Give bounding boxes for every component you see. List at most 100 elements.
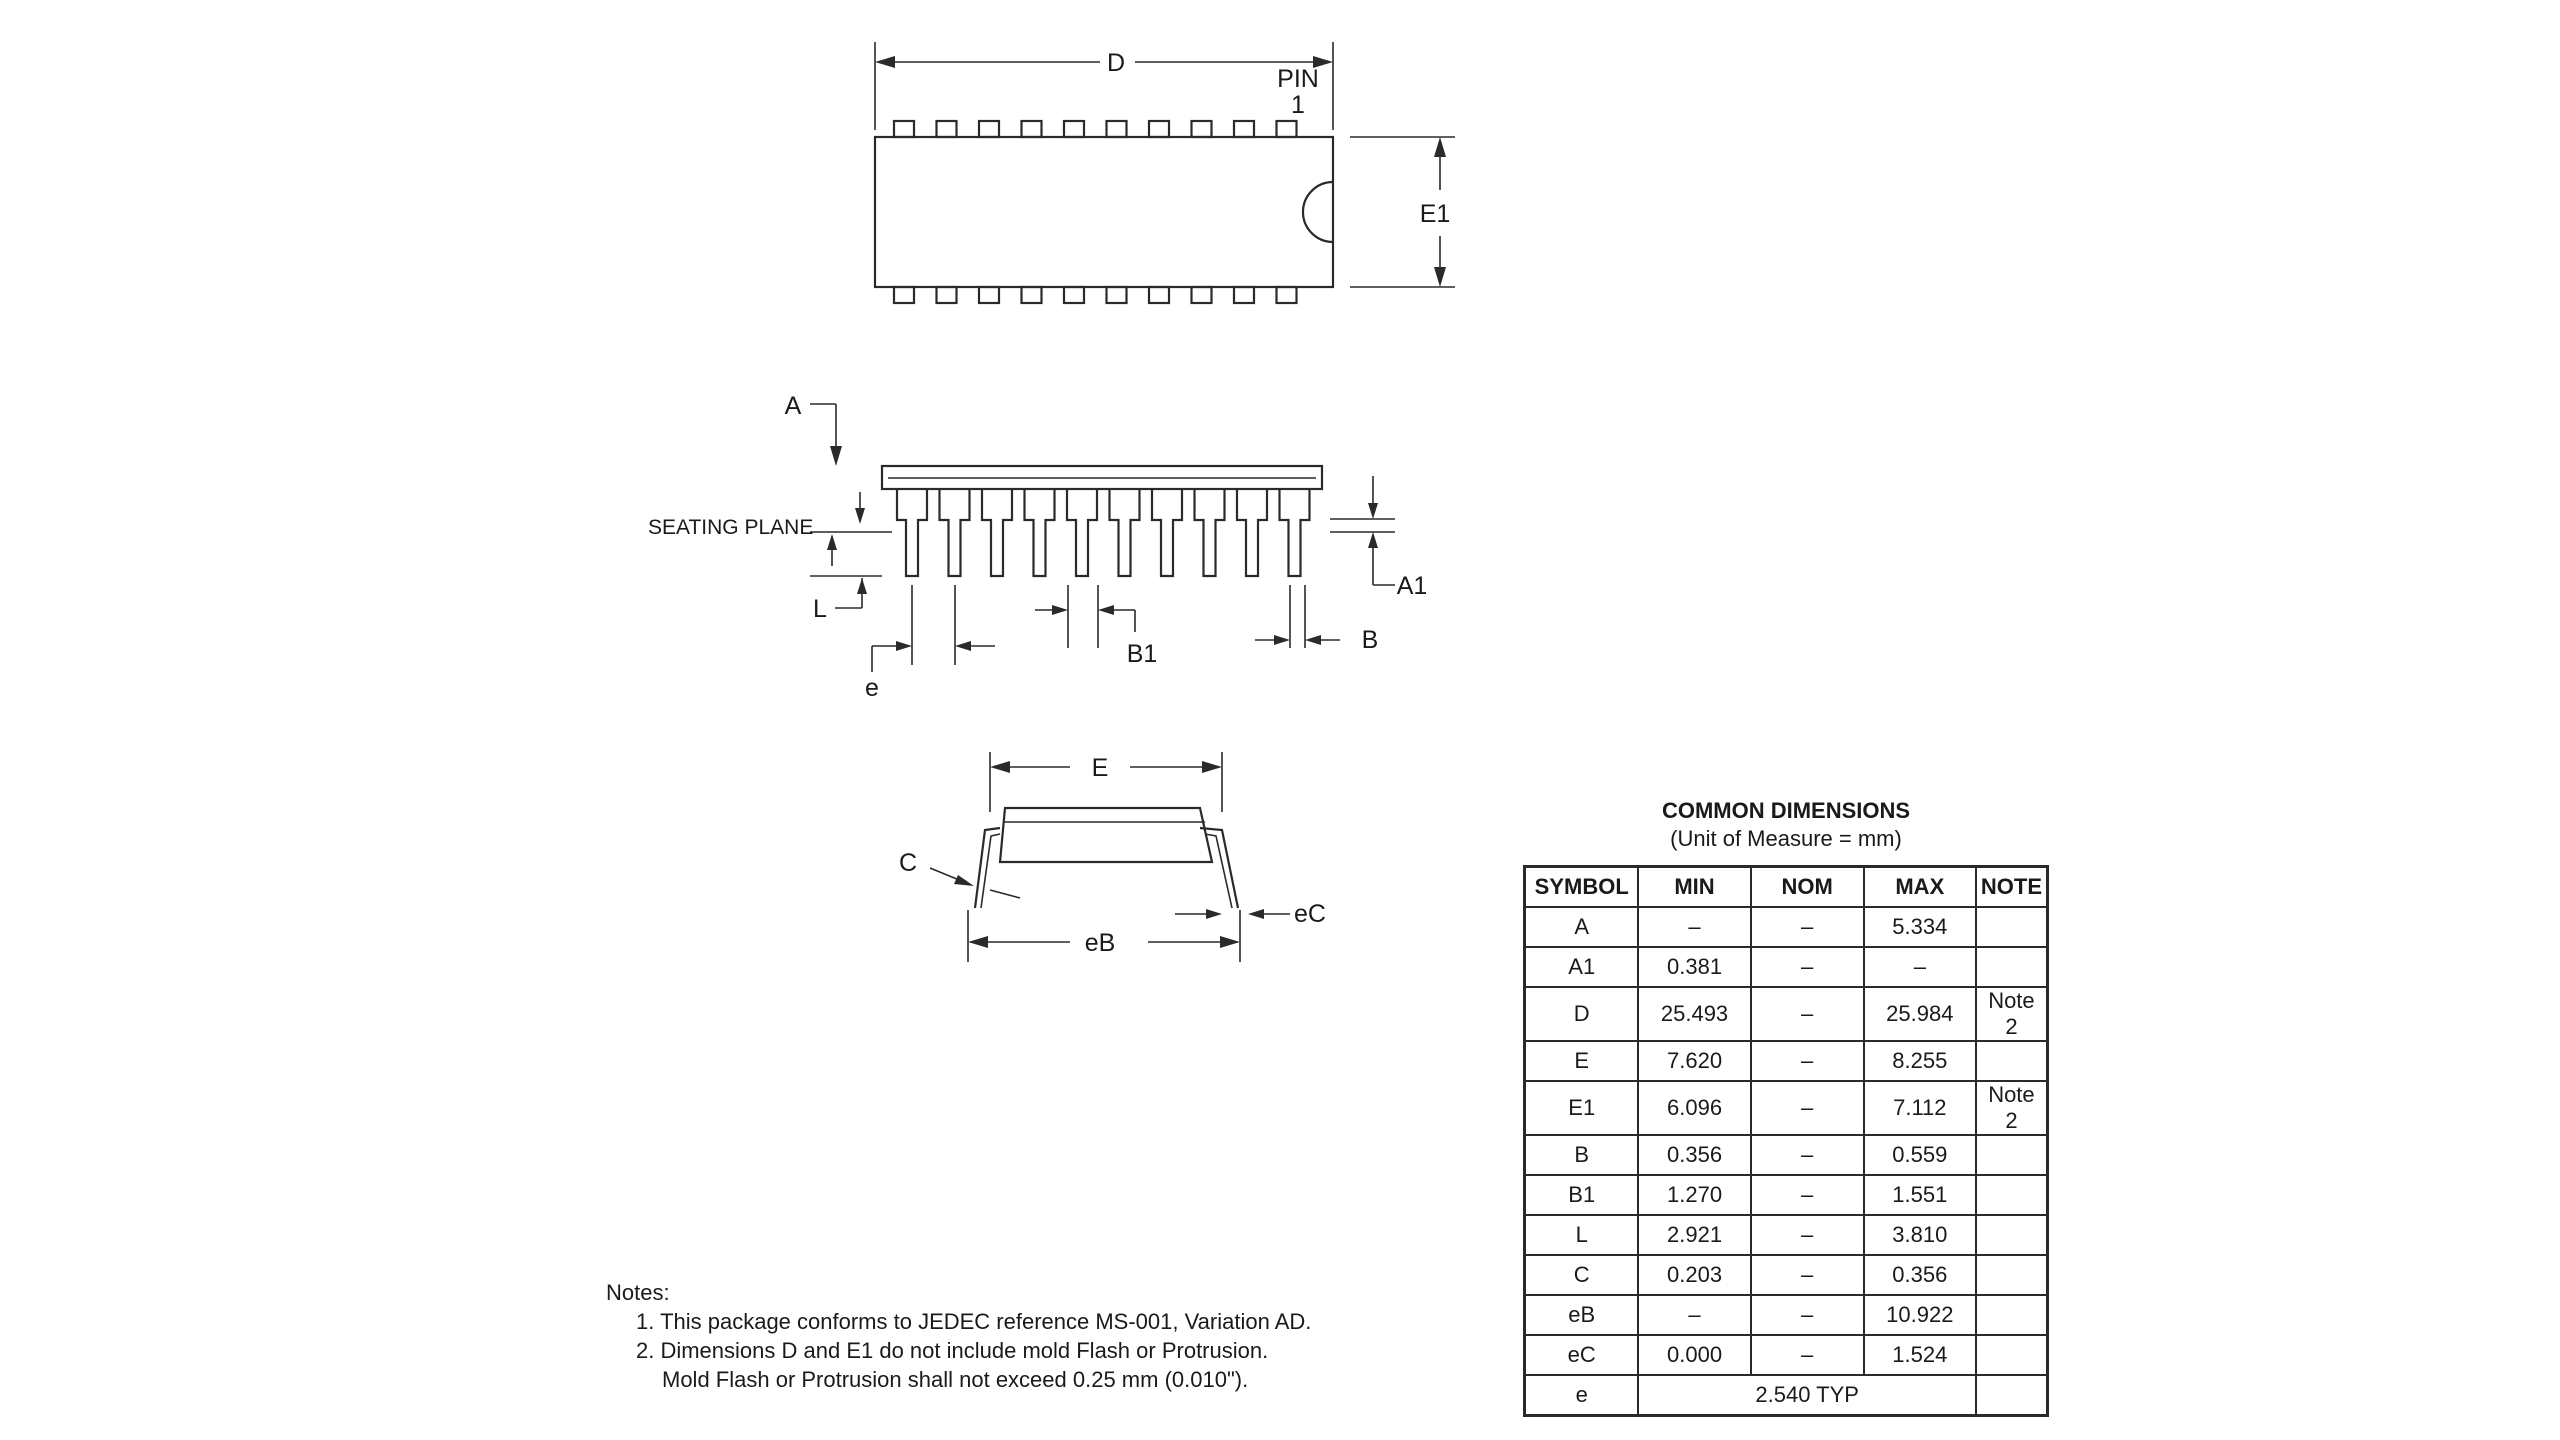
dim-b-label: B xyxy=(1362,626,1379,654)
cell-max: 5.334 xyxy=(1862,906,1977,948)
bottom-pin xyxy=(892,285,916,305)
cell-max: 25.984 xyxy=(1862,986,1977,1042)
top-pin-row xyxy=(892,119,1298,139)
cell-max: 8.255 xyxy=(1862,1040,1977,1082)
dim-e1-label: E1 xyxy=(1420,200,1451,228)
notes-block: Notes: 1. This package conforms to JEDEC… xyxy=(606,1278,1311,1394)
dim-a-label: A xyxy=(785,392,802,420)
note-1: 1. This package conforms to JEDEC refere… xyxy=(636,1309,1312,1334)
bottom-pin xyxy=(977,285,1001,305)
bottom-pin xyxy=(1275,285,1298,305)
bottom-pin xyxy=(1062,285,1086,305)
cell-max: 0.356 xyxy=(1862,1254,1977,1296)
cell-min: 0.356 xyxy=(1637,1134,1752,1176)
cell-min: 1.270 xyxy=(1637,1174,1752,1216)
cell-max: 3.810 xyxy=(1862,1214,1977,1256)
cell-symbol: L xyxy=(1523,1214,1640,1256)
top-pin xyxy=(977,119,1001,139)
bottom-pin xyxy=(1190,285,1213,305)
table-row: A––5.334 xyxy=(1523,906,2049,948)
side-view-body xyxy=(880,464,1324,491)
dim-a1-label: A1 xyxy=(1397,572,1428,600)
pin1-label: PIN xyxy=(1277,65,1319,93)
pin1-number: 1 xyxy=(1291,91,1305,119)
cell-nom: – xyxy=(1749,1040,1865,1082)
cell-max: 0.559 xyxy=(1862,1134,1977,1176)
top-pin xyxy=(1232,119,1256,139)
table-subtitle: (Unit of Measure = mm) xyxy=(1670,826,1902,851)
cell-nom: – xyxy=(1749,1334,1865,1376)
cell-nom: – xyxy=(1749,906,1865,948)
top-pin xyxy=(1147,119,1171,139)
seating-plane-label: SEATING PLANE xyxy=(648,516,813,539)
cell-nom: – xyxy=(1749,1080,1865,1136)
dim-c-label: C xyxy=(899,849,917,877)
cell-note xyxy=(1974,1040,2049,1082)
cell-nom: – xyxy=(1749,946,1865,988)
side-lead-row xyxy=(895,489,1311,578)
cell-max: 10.922 xyxy=(1862,1294,1977,1336)
pin1-notch xyxy=(1301,180,1334,244)
side-lead xyxy=(1235,489,1269,578)
cell-max: 1.524 xyxy=(1862,1334,1977,1376)
header-note: NOTE xyxy=(1974,865,2049,908)
cell-note xyxy=(1974,1254,2049,1296)
dim-eb-label: eB xyxy=(1085,929,1116,957)
cell-max: 1.551 xyxy=(1862,1174,1977,1216)
cell-note: Note 2 xyxy=(1974,1080,2049,1136)
side-lead xyxy=(1278,489,1311,578)
top-view: D PIN 1 E1 xyxy=(873,42,1455,305)
cell-note xyxy=(1974,1294,2049,1336)
cell-symbol: e xyxy=(1523,1374,1640,1417)
cell-min: 0.000 xyxy=(1637,1334,1752,1376)
cell-symbol: C xyxy=(1523,1254,1640,1296)
bottom-pin xyxy=(1232,285,1256,305)
cell-min: 2.921 xyxy=(1637,1214,1752,1256)
dim-l-label: L xyxy=(813,595,827,623)
top-pin xyxy=(1020,119,1043,139)
cell-nom: – xyxy=(1749,986,1865,1042)
dim-b1-label: B1 xyxy=(1127,640,1158,668)
side-lead xyxy=(1193,489,1226,578)
side-view: A SEATING PLANE L A1 e xyxy=(648,392,1427,702)
top-pin xyxy=(935,119,958,139)
cell-min: 6.096 xyxy=(1637,1080,1752,1136)
side-lead xyxy=(1108,489,1141,578)
cell-note xyxy=(1974,946,2049,988)
bottom-pin xyxy=(1147,285,1171,305)
header-symbol: SYMBOL xyxy=(1523,865,1640,908)
dim-e-label: e xyxy=(865,674,879,702)
end-view-body xyxy=(998,806,1214,864)
cell-symbol: E1 xyxy=(1523,1080,1640,1136)
cell-symbol: B xyxy=(1523,1134,1640,1176)
side-lead xyxy=(1065,489,1099,578)
top-pin xyxy=(1062,119,1086,139)
side-lead xyxy=(938,489,971,578)
note-2: 2. Dimensions D and E1 do not include mo… xyxy=(636,1338,1269,1363)
end-view-right-lead xyxy=(1199,826,1240,909)
cell-min: 0.203 xyxy=(1637,1254,1752,1296)
end-view-left-lead xyxy=(973,826,1001,909)
note-2-continued: Mold Flash or Protrusion shall not excee… xyxy=(662,1367,1249,1392)
side-lead xyxy=(1150,489,1184,578)
cell-symbol: A xyxy=(1523,906,1640,948)
notes-heading: Notes: xyxy=(606,1280,670,1305)
cell-symbol: D xyxy=(1523,986,1640,1042)
cell-note: Note 2 xyxy=(1974,986,2049,1042)
table-title: COMMON DIMENSIONS xyxy=(1661,798,1911,823)
cell-note xyxy=(1974,1334,2049,1376)
cell-nom: – xyxy=(1749,1214,1865,1256)
bottom-pin xyxy=(1105,285,1128,305)
cell-max: 7.112 xyxy=(1862,1080,1977,1136)
top-pin xyxy=(1190,119,1213,139)
